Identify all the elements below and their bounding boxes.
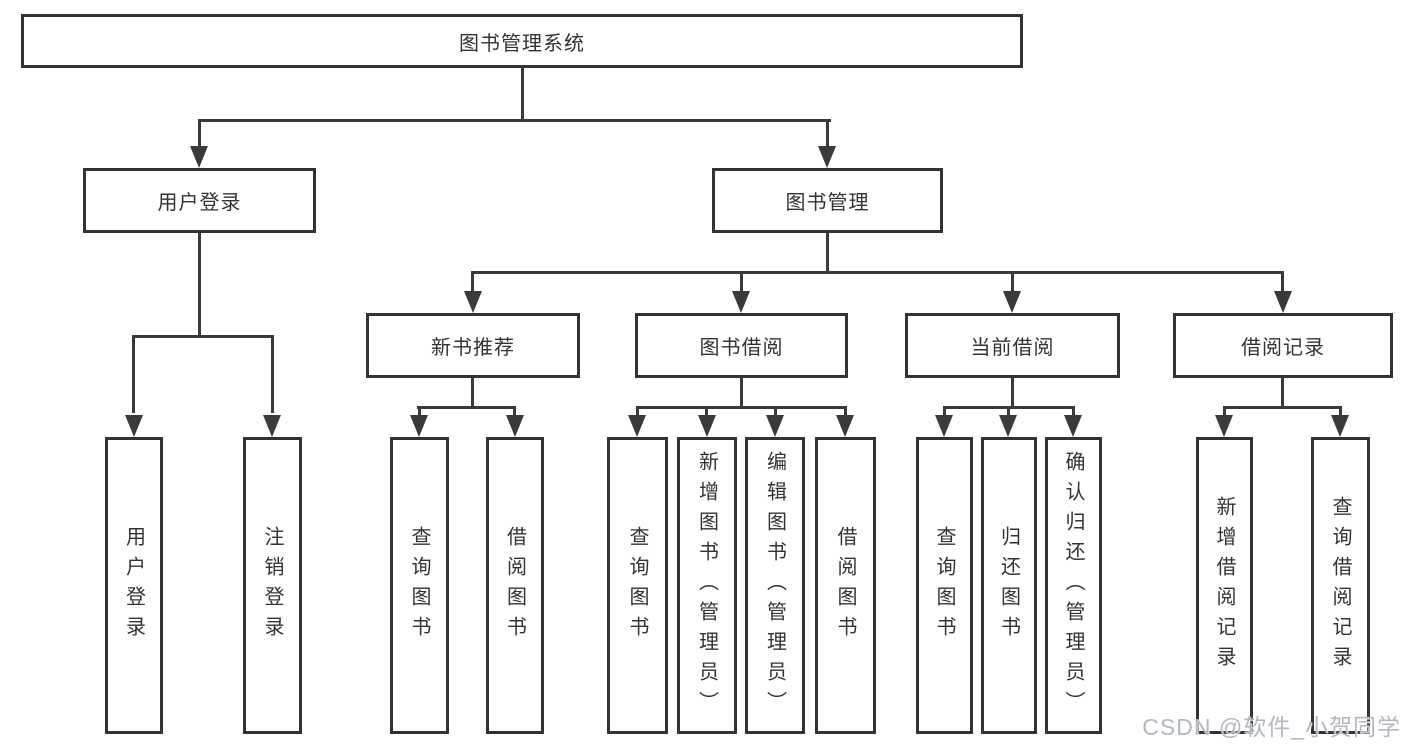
connector-line: [198, 233, 201, 338]
arrow-down-icon: [1064, 415, 1082, 437]
node-user-login: 用户登录: [83, 168, 316, 233]
connector-line: [198, 119, 201, 150]
leaf-edit-book-admin: 编辑图书（管理员）: [745, 437, 805, 734]
arrow-down-icon: [464, 291, 482, 313]
leaf-user-login: 用户登录: [105, 437, 163, 734]
arrow-down-icon: [836, 415, 854, 437]
leaf-query-borrow-record: 查询借阅记录: [1311, 437, 1370, 734]
connector-line: [705, 406, 708, 419]
arrow-down-icon: [263, 415, 281, 437]
connector-line: [471, 271, 1284, 274]
arrow-down-icon: [1331, 415, 1349, 437]
connector-line: [1223, 406, 1342, 409]
leaf-label: 编辑图书（管理员）: [763, 450, 786, 721]
connector-line: [198, 119, 831, 122]
node-book-borrowing: 图书借阅: [635, 313, 848, 378]
leaf-label: 借阅图书: [834, 525, 856, 646]
connector-line: [521, 67, 524, 120]
connector-line: [740, 378, 743, 409]
leaf-return-books: 归还图书: [981, 437, 1037, 734]
node-library-system: 图书管理系统: [21, 14, 1023, 68]
arrow-down-icon: [818, 146, 836, 168]
connector-line: [1007, 406, 1010, 419]
connector-line: [513, 406, 516, 419]
connector-line: [826, 233, 829, 274]
node-book-management: 图书管理: [712, 168, 943, 233]
leaf-query-books-current: 查询图书: [916, 437, 973, 734]
leaf-label: 注销登录: [261, 525, 283, 646]
arrow-down-icon: [766, 415, 784, 437]
arrow-down-icon: [1003, 291, 1021, 313]
connector-line: [1223, 406, 1226, 419]
leaf-label: 用户登录: [122, 525, 145, 646]
node-current-borrowing: 当前借阅: [905, 313, 1120, 378]
connector-line: [774, 406, 777, 419]
connector-line: [636, 406, 639, 419]
connector-line: [844, 406, 847, 419]
connector-line: [740, 271, 743, 294]
connector-line: [943, 406, 946, 419]
leaf-label: 新增借阅记录: [1213, 495, 1235, 676]
leaf-label: 查询图书: [626, 525, 648, 646]
leaf-label: 确认归还（管理员）: [1062, 450, 1084, 721]
connector-line: [132, 335, 135, 413]
connector-line: [271, 335, 274, 413]
leaf-label: 查询图书: [933, 525, 955, 646]
connector-line: [1072, 406, 1075, 419]
leaf-borrow-books-borrowing: 借阅图书: [815, 437, 876, 734]
leaf-add-borrow-record: 新增借阅记录: [1196, 437, 1253, 734]
arrow-down-icon: [190, 146, 208, 168]
connector-line: [826, 119, 829, 150]
connector-line: [418, 406, 421, 419]
connector-line: [1281, 271, 1284, 294]
connector-line: [1011, 271, 1014, 294]
node-borrowing-records: 借阅记录: [1173, 313, 1393, 378]
leaf-query-books-borrowing: 查询图书: [607, 437, 668, 734]
leaf-query-books-recommend: 查询图书: [390, 437, 449, 734]
leaf-label: 归还图书: [997, 525, 1020, 646]
arrow-down-icon: [732, 291, 750, 313]
leaf-borrow-books-recommend: 借阅图书: [486, 437, 544, 734]
leaf-add-book-admin: 新增图书（管理员）: [677, 437, 737, 734]
arrow-down-icon: [125, 415, 143, 437]
leaf-confirm-return-admin: 确认归还（管理员）: [1045, 437, 1102, 734]
arrow-down-icon: [1215, 415, 1233, 437]
connector-line: [636, 406, 846, 409]
connector-line: [471, 271, 474, 294]
leaf-label: 查询图书: [408, 525, 430, 646]
connector-line: [417, 406, 516, 409]
leaf-label: 新增图书（管理员）: [695, 450, 718, 721]
arrow-down-icon: [935, 415, 953, 437]
node-new-book-recommendation: 新书推荐: [366, 313, 580, 378]
arrow-down-icon: [628, 415, 646, 437]
watermark: CSDN @软件_小贺同学: [1142, 714, 1401, 740]
leaf-label: 借阅图书: [503, 525, 526, 646]
leaf-logout: 注销登录: [243, 437, 302, 734]
connector-line: [1339, 406, 1342, 419]
arrow-down-icon: [698, 415, 716, 437]
connector-line: [1011, 378, 1014, 409]
connector-line: [132, 335, 273, 338]
arrow-down-icon: [506, 415, 524, 437]
leaf-label: 查询借阅记录: [1329, 495, 1351, 676]
connector-line: [1281, 378, 1284, 409]
arrow-down-icon: [1274, 291, 1292, 313]
arrow-down-icon: [410, 415, 428, 437]
connector-line: [471, 378, 474, 409]
arrow-down-icon: [999, 415, 1017, 437]
